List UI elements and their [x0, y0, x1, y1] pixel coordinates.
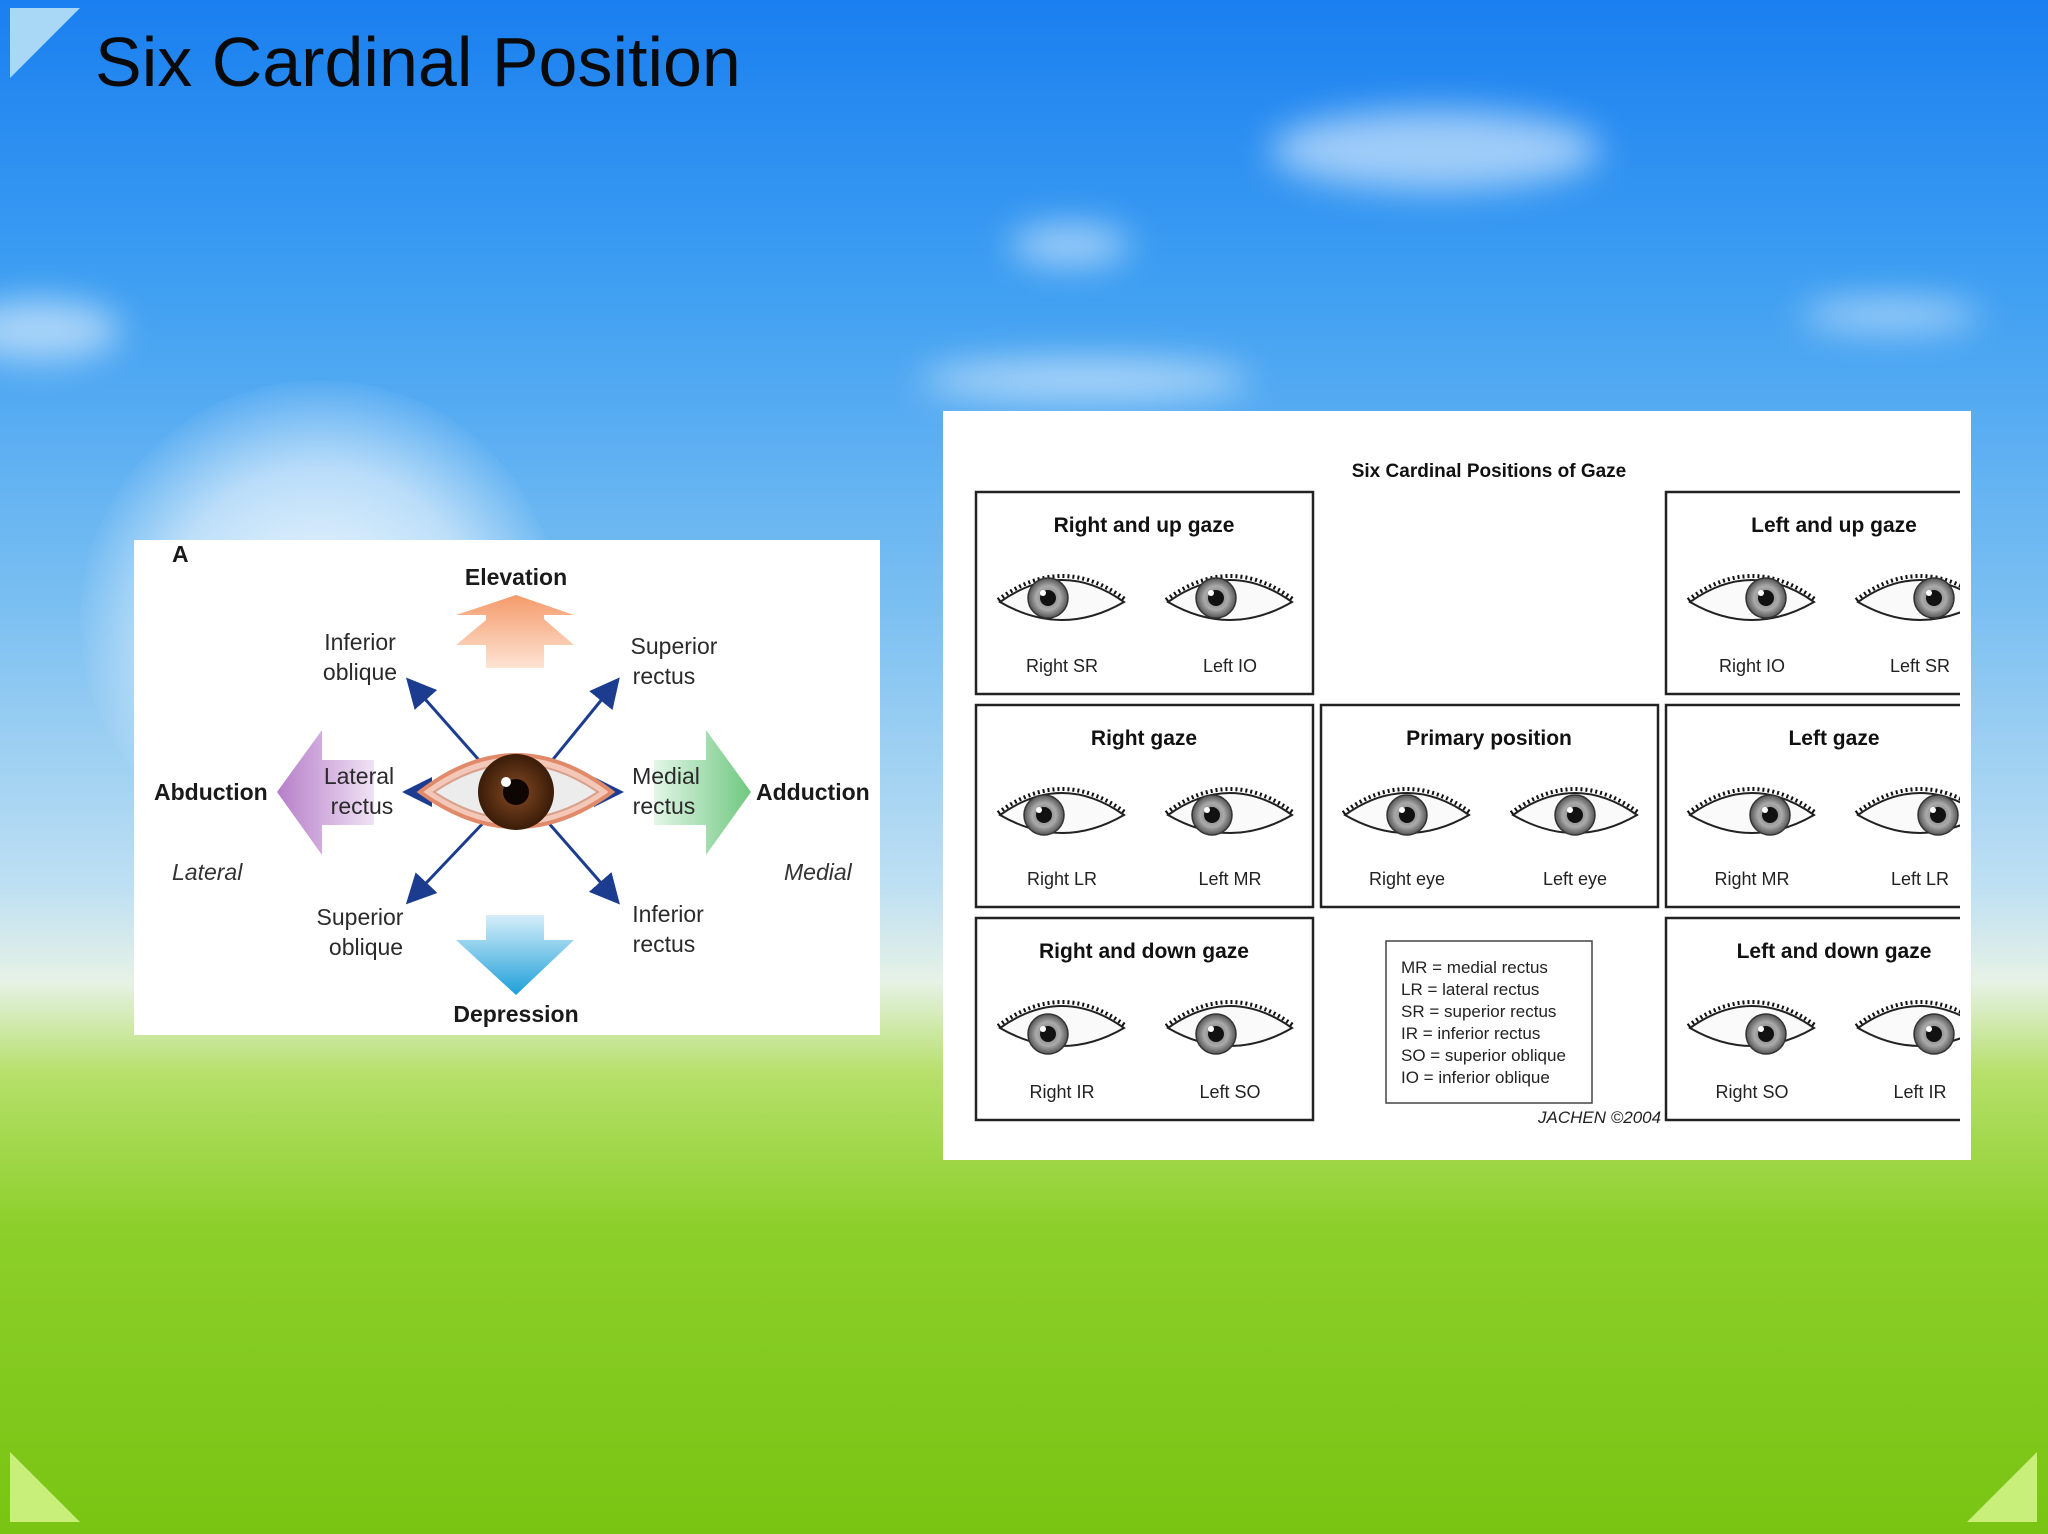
gaze-eye-label: Right LR — [1027, 869, 1097, 889]
abduction-label: Abduction — [154, 779, 268, 805]
gaze-box-heading: Left and down gaze — [1737, 940, 1932, 963]
gaze-box-heading: Primary position — [1406, 727, 1572, 750]
panel-letter: A — [172, 541, 189, 567]
slide-title: Six Cardinal Position — [95, 23, 741, 101]
gaze-eye-label: Right SR — [1026, 656, 1098, 676]
gaze-eye-label: Right IO — [1719, 656, 1785, 676]
legend-line: SR = superior rectus — [1401, 1002, 1556, 1021]
inferior-oblique-label-2: oblique — [323, 659, 397, 685]
cloud — [1800, 300, 1980, 330]
legend-line: LR = lateral rectus — [1401, 980, 1539, 999]
adduction-label: Adduction — [756, 779, 870, 805]
legend-line: SO = superior oblique — [1401, 1046, 1566, 1065]
gaze-eye-label: Left IR — [1893, 1082, 1946, 1102]
cloud — [1010, 225, 1130, 265]
corner-decoration-top-left — [10, 8, 80, 78]
inferior-oblique-label-1: Inferior — [324, 629, 396, 655]
eye-icon — [1854, 787, 1960, 836]
gaze-eye-label: Right SO — [1715, 1082, 1788, 1102]
medial-rectus-label-2: rectus — [633, 793, 696, 819]
corner-decoration-bottom-right — [1967, 1452, 2037, 1522]
medial-rectus-label-1: Medial — [632, 763, 700, 789]
gaze-eye-label: Right IR — [1029, 1082, 1094, 1102]
eye-icon — [1164, 787, 1296, 836]
cloud — [920, 360, 1250, 400]
depression-arrow — [456, 915, 574, 995]
gaze-box-heading: Left gaze — [1788, 727, 1879, 750]
eye-icon — [1164, 1000, 1296, 1055]
superior-oblique-arrow — [405, 818, 488, 905]
gaze-eye-label: Left MR — [1198, 869, 1261, 889]
inferior-rectus-label-1: Inferior — [632, 901, 704, 927]
eye-icon — [1686, 574, 1818, 621]
gaze-box-heading: Right and down gaze — [1039, 940, 1249, 963]
abduction-arrow — [277, 730, 374, 855]
cardinal-gaze-svg: Six Cardinal Positions of Gaze Right and… — [974, 461, 1960, 1127]
elevation-label: Elevation — [465, 564, 567, 590]
corner-decoration-bottom-left — [10, 1452, 80, 1522]
eye-icon — [996, 1000, 1128, 1055]
gaze-eye-label: Left IO — [1203, 656, 1257, 676]
gaze-eye-label: Right MR — [1714, 869, 1789, 889]
superior-rectus-label-1: Superior — [631, 633, 718, 659]
cardinal-gaze-chart: Six Cardinal Positions of Gaze Right and… — [943, 411, 1971, 1160]
eye-icon — [1686, 787, 1818, 836]
legend-box — [1385, 940, 1593, 1104]
lateral-rectus-label-2: rectus — [331, 793, 394, 819]
eye-icon — [1509, 787, 1641, 836]
eye-muscle-svg: A Elevation Depression Abduction Adducti… — [154, 541, 870, 1027]
superior-oblique-label-2: oblique — [329, 934, 403, 960]
inferior-oblique-arrow — [406, 677, 488, 769]
gaze-chart-title: Six Cardinal Positions of Gaze — [1352, 461, 1627, 482]
gaze-eye-label: Left LR — [1891, 869, 1949, 889]
gaze-box-heading: Right gaze — [1091, 727, 1197, 750]
superior-oblique-label-1: Superior — [317, 904, 404, 930]
depression-label: Depression — [453, 1001, 578, 1027]
legend-line: MR = medial rectus — [1401, 958, 1548, 977]
legend-line: IR = inferior rectus — [1401, 1024, 1540, 1043]
superior-rectus-arrow — [544, 677, 620, 769]
cloud — [1270, 110, 1600, 190]
eye-icon — [1854, 574, 1960, 621]
eye-icon — [996, 787, 1128, 836]
eye-icon — [996, 574, 1128, 621]
eye-icon — [1341, 787, 1473, 836]
gaze-box-heading: Right and up gaze — [1054, 514, 1235, 537]
inferior-rectus-arrow — [544, 819, 620, 905]
inferior-rectus-label-2: rectus — [633, 931, 696, 957]
adduction-arrow — [654, 730, 751, 855]
medial-label: Medial — [784, 859, 853, 885]
eye-illustration — [416, 753, 616, 830]
eye-icon — [1854, 1000, 1960, 1055]
elevation-arrow-head — [456, 595, 574, 668]
eye-icon — [1686, 1000, 1818, 1055]
legend-lines: MR = medial rectus LR = lateral rectus SR … — [1401, 958, 1566, 1087]
artist-signature: JACHEN ©2004 — [1537, 1108, 1661, 1127]
lateral-rectus-label-1: Lateral — [324, 763, 394, 789]
lateral-label: Lateral — [172, 859, 243, 885]
gaze-eye-label: Left SO — [1199, 1082, 1260, 1102]
cloud — [0, 300, 120, 360]
eye-icon — [1164, 574, 1296, 621]
gaze-box-heading: Left and up gaze — [1751, 514, 1917, 537]
gaze-eye-label: Right eye — [1369, 869, 1445, 889]
eye-muscle-diagram: A Elevation Depression Abduction Adducti… — [134, 540, 880, 1035]
gaze-eye-label: Left SR — [1890, 656, 1950, 676]
gaze-eye-label: Left eye — [1543, 869, 1607, 889]
superior-rectus-label-2: rectus — [633, 663, 696, 689]
legend-line: IO = inferior oblique — [1401, 1068, 1550, 1087]
